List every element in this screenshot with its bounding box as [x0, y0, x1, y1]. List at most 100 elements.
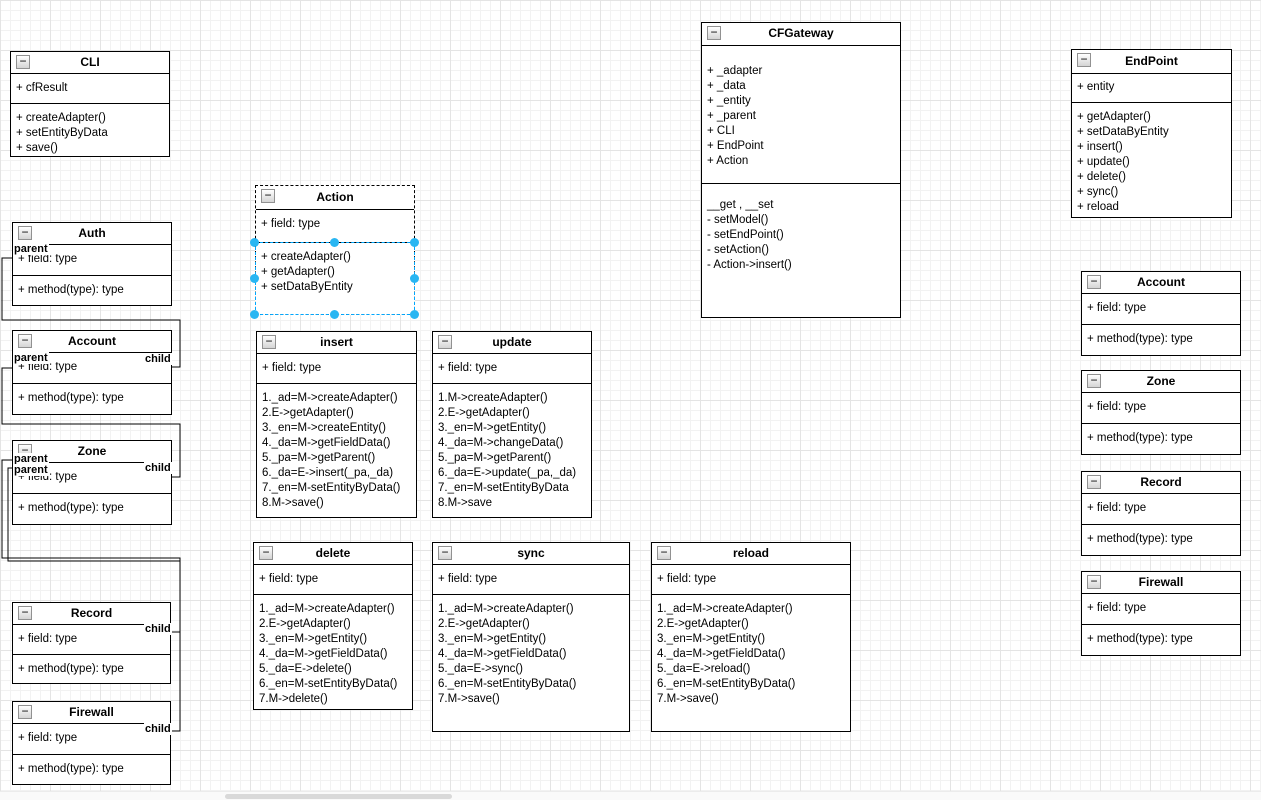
- class-zone-right[interactable]: − Zone + field: type + method(type): typ…: [1081, 370, 1241, 455]
- collapse-icon[interactable]: −: [16, 55, 30, 69]
- selection-handle-sw[interactable]: [250, 310, 259, 319]
- text-line: 6._en=M-setEntityByData(): [438, 678, 577, 690]
- class-record-left[interactable]: − Record + field: type + method(type): t…: [12, 602, 171, 684]
- collapse-icon[interactable]: −: [1087, 475, 1101, 489]
- class-delete[interactable]: − delete + field: type 1._ad=M->createAd…: [253, 542, 413, 710]
- edge-label-parent[interactable]: parent: [13, 243, 49, 255]
- collapse-icon[interactable]: −: [1077, 53, 1091, 67]
- edge-label-parent[interactable]: parent: [13, 464, 49, 476]
- class-auth[interactable]: − Auth + field: type + method(type): typ…: [12, 222, 172, 306]
- class-cli[interactable]: − CLI + cfResult + createAdapter()+ setE…: [10, 51, 170, 157]
- edge-label-child[interactable]: child: [144, 623, 172, 635]
- collapse-icon[interactable]: −: [1087, 575, 1101, 589]
- class-reload[interactable]: − reload + field: type 1._ad=M->createAd…: [651, 542, 851, 732]
- text-line: + field: type: [18, 253, 78, 265]
- text-line: + save(): [16, 142, 58, 154]
- class-cli-header: − CLI: [11, 52, 169, 74]
- class-account-right-methods: + method(type): type: [1082, 325, 1240, 355]
- edge-label-child[interactable]: child: [144, 462, 172, 474]
- collapse-icon[interactable]: −: [261, 189, 275, 203]
- class-reload-methods: 1._ad=M->createAdapter()2.E->getAdapter(…: [652, 595, 850, 731]
- collapse-icon[interactable]: −: [259, 546, 273, 560]
- class-zone-right-fields: + field: type: [1082, 393, 1240, 424]
- collapse-icon[interactable]: −: [18, 334, 32, 348]
- class-reload-fields: + field: type: [652, 565, 850, 595]
- collapse-icon[interactable]: −: [18, 705, 32, 719]
- text-line: + CLI: [707, 125, 735, 137]
- text-line: + _data: [707, 80, 746, 92]
- class-cfgateway-methods: __get , __set- setModel()- setEndPoint()…: [702, 184, 900, 317]
- class-endpoint-methods: + getAdapter()+ setDataByEntity+ insert(…: [1072, 103, 1231, 217]
- class-update[interactable]: − update + field: type 1.M->createAdapte…: [432, 331, 592, 518]
- collapse-icon[interactable]: −: [18, 606, 32, 620]
- text-line: 2.E->getAdapter(): [657, 618, 749, 630]
- class-account-right[interactable]: − Account + field: type + method(type): …: [1081, 271, 1241, 356]
- class-sync-fields: + field: type: [433, 565, 629, 595]
- text-line: 7._en=M-setEntityByData: [438, 482, 569, 494]
- text-line: 1._ad=M->createAdapter(): [259, 603, 395, 615]
- class-auth-fields: + field: type: [13, 245, 171, 276]
- collapse-icon[interactable]: −: [18, 226, 32, 240]
- edge-label-child[interactable]: child: [144, 353, 172, 365]
- class-firewall-right[interactable]: − Firewall + field: type + method(type):…: [1081, 571, 1241, 656]
- class-title: Account: [68, 334, 116, 348]
- class-account-right-fields: + field: type: [1082, 294, 1240, 325]
- collapse-icon[interactable]: −: [438, 546, 452, 560]
- selection-handle-nw[interactable]: [250, 238, 259, 247]
- text-line: + field: type: [1087, 401, 1147, 413]
- class-endpoint-header: − EndPoint: [1072, 50, 1231, 74]
- text-line: + field: type: [18, 633, 78, 645]
- edge-auth-parent-to-account-child[interactable]: [1, 257, 181, 368]
- class-action[interactable]: − Action + field: type + createAdapter()…: [255, 185, 415, 315]
- edge-label-parent[interactable]: parent: [13, 352, 49, 364]
- collapse-icon[interactable]: −: [1087, 374, 1101, 388]
- class-title: update: [492, 335, 532, 349]
- class-firewall-right-header: − Firewall: [1082, 572, 1240, 594]
- class-insert[interactable]: − insert + field: type 1._ad=M->createAd…: [256, 331, 417, 518]
- text-line: + field: type: [657, 573, 717, 585]
- edge-zone-parent-to-firewall-child[interactable]: [7, 467, 181, 732]
- text-line: + update(): [1077, 156, 1130, 168]
- edge-zone-parent-to-record-child[interactable]: [1, 459, 181, 633]
- selection-handle-s[interactable]: [330, 310, 339, 319]
- selection-handle-e[interactable]: [410, 274, 419, 283]
- text-line: 3._en=M->getEntity(): [259, 633, 368, 645]
- text-line: + method(type): type: [1087, 333, 1193, 345]
- class-account-left-fields: + field: type: [13, 353, 171, 384]
- collapse-icon[interactable]: −: [657, 546, 671, 560]
- class-title: insert: [320, 335, 353, 349]
- class-firewall-left-methods: + method(type): type: [13, 755, 170, 784]
- class-record-left-methods: + method(type): type: [13, 655, 170, 683]
- class-account-left-header: − Account: [13, 331, 171, 353]
- text-line: + field: type: [438, 362, 498, 374]
- class-account-left[interactable]: − Account + field: type + method(type): …: [12, 330, 172, 415]
- class-cfgateway-fields: + _adapter+ _data+ _entity+ _parent+ CLI…: [702, 46, 900, 184]
- horizontal-scrollbar-thumb[interactable]: [225, 794, 452, 799]
- class-endpoint[interactable]: − EndPoint + entity + getAdapter()+ setD…: [1071, 49, 1232, 218]
- edge-label-child[interactable]: child: [144, 723, 172, 735]
- class-sync[interactable]: − sync + field: type 1._ad=M->createAdap…: [432, 542, 630, 732]
- class-cfgateway-header: − CFGateway: [702, 23, 900, 46]
- edge-account-parent-to-zone-child[interactable]: [1, 367, 181, 478]
- edge-label-parent[interactable]: parent: [13, 453, 49, 465]
- collapse-icon[interactable]: −: [438, 335, 452, 349]
- selection-handle-ne[interactable]: [410, 238, 419, 247]
- class-title: Zone: [77, 444, 107, 458]
- collapse-icon[interactable]: −: [262, 335, 276, 349]
- selection-handle-se[interactable]: [410, 310, 419, 319]
- selection-handle-w[interactable]: [250, 274, 259, 283]
- horizontal-scrollbar-track[interactable]: [0, 791, 1261, 800]
- class-firewall-left[interactable]: − Firewall + field: type + method(type):…: [12, 701, 171, 785]
- class-cfgateway[interactable]: − CFGateway + _adapter+ _data+ _entity+ …: [701, 22, 901, 318]
- class-update-fields: + field: type: [433, 354, 591, 384]
- text-line: 6._en=M-setEntityByData(): [657, 678, 796, 690]
- class-record-right[interactable]: − Record + field: type + method(type): t…: [1081, 471, 1241, 556]
- text-line: 3._en=M->getEntity(): [438, 633, 547, 645]
- class-title: EndPoint: [1125, 54, 1178, 68]
- text-line: - setModel(): [707, 214, 769, 226]
- collapse-icon[interactable]: −: [707, 26, 721, 40]
- selection-handle-n[interactable]: [330, 238, 339, 247]
- collapse-icon[interactable]: −: [1087, 275, 1101, 289]
